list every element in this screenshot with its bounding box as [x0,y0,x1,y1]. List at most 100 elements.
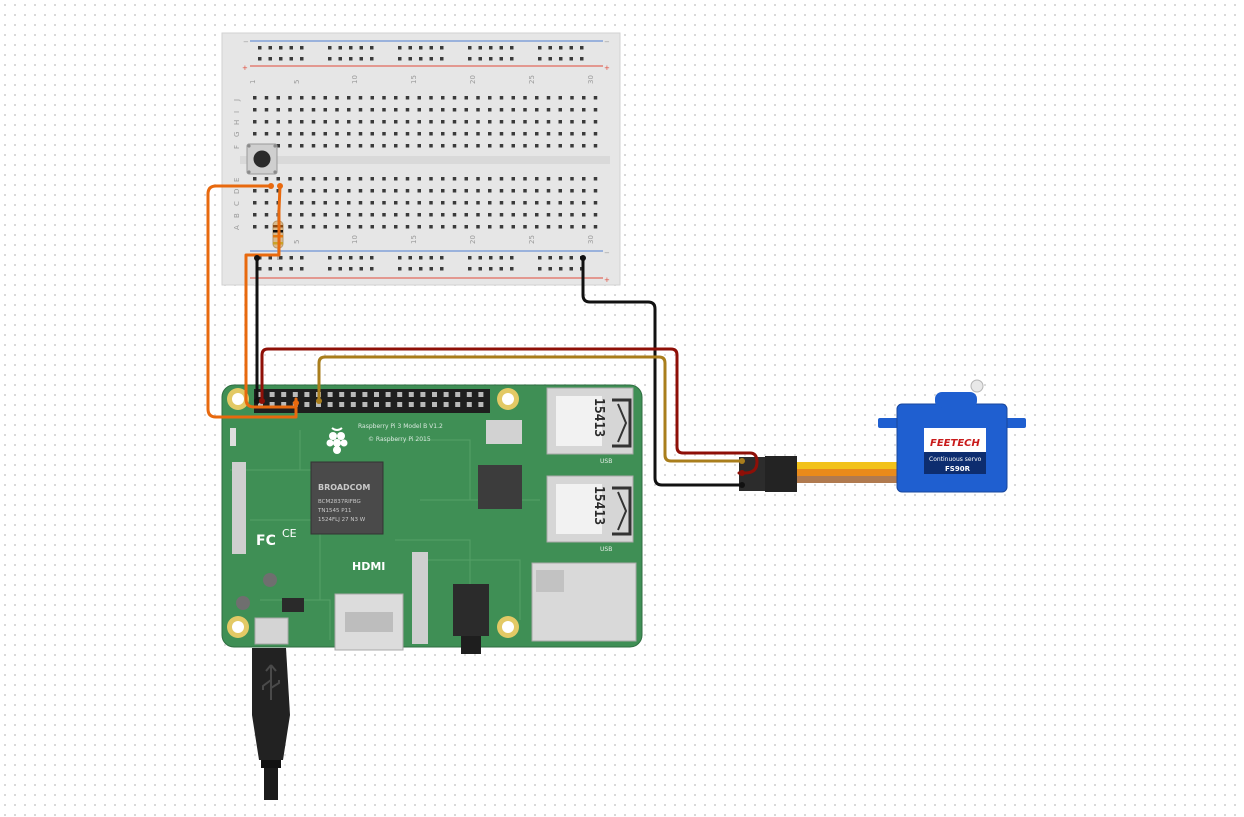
breadboard-hole [419,256,423,260]
breadboard-hole [279,256,283,260]
wire-endpoint [268,183,274,189]
wire-endpoints [254,183,745,488]
breadboard-hole [276,189,280,193]
breadboard-hole [370,256,374,260]
breadboard-hole [338,256,342,260]
row-label-b: B [233,213,241,218]
breadboard-hole [511,144,515,148]
breadboard-hole [358,132,363,136]
breadboard-hole [488,132,492,136]
breadboard-hole [300,256,304,260]
breadboard-hole [264,213,269,217]
breadboard-hole [489,46,493,50]
breadboard-hole [417,189,421,193]
breadboard-hole [582,177,586,181]
breadboard-hole [268,267,272,271]
gpio-pin [478,392,484,397]
gpio-pin [304,402,310,407]
pi-copyright-label: © Raspberry Pi 2015 [368,436,431,443]
gpio-pin [408,392,414,397]
breadboard-hole [394,108,398,112]
col-num-15-bottom: 15 [410,235,418,244]
breadboard-hole [264,108,269,112]
breadboard-hole [593,132,598,136]
breadboard-hole [558,132,562,136]
breadboard-hole [405,144,410,148]
breadboard-hole [558,96,562,100]
breadboard-hole [358,96,363,100]
fc-mark: FC [256,533,276,549]
breadboard-hole [478,256,482,260]
breadboard-hole [499,213,504,217]
breadboard-hole [382,120,386,124]
breadboard-hole [429,201,433,205]
raspberry-logo-icon [326,427,348,454]
ethernet-port-latch [536,570,564,592]
breadboard-hole [335,108,339,112]
breadboard-hole [323,96,327,100]
wire-endpoint [259,398,265,404]
breadboard-hole [405,213,410,217]
breadboard-hole [478,267,482,271]
breadboard-hole [558,144,562,148]
breadboard-hole [264,96,269,100]
breadboard-hole [429,177,433,181]
breadboard-hole [300,57,304,61]
breadboard-hole [452,96,457,100]
breadboard-labels: 1 5 10 15 20 25 30 5 10 15 20 25 30 J I … [233,75,595,244]
breadboard-hole [569,46,573,50]
breadboard-hole [417,213,421,217]
breadboard-hole [511,225,515,229]
breadboard-hole [546,132,551,136]
breadboard-hole [593,177,598,181]
breadboard-hole [338,267,342,271]
breadboard-hole [558,213,562,217]
breadboard-hole [300,96,304,100]
breadboard-hole [499,201,504,205]
breadboard-hole [440,267,444,271]
breadboard-hole [429,132,433,136]
breadboard-hole [476,96,480,100]
breadboard-hole [253,96,257,100]
breadboard-hole [558,120,562,124]
breadboard-hole [464,201,468,205]
breadboard-hole [311,201,316,205]
breadboard-hole [569,57,573,61]
rail-minus-top-right: − [604,38,610,46]
breadboard-hole [441,120,445,124]
breadboard-hole [523,96,527,100]
breadboard-hole [570,189,574,193]
rail-minus-top-left: − [243,38,249,46]
breadboard-hole [468,46,472,50]
breadboard-hole [489,57,493,61]
breadboard-hole [394,96,398,100]
mount-hole-center [502,621,514,633]
breadboard-hole [335,201,339,205]
breadboard-hole [523,177,527,181]
breadboard-hole [289,57,293,61]
col-num-10-bottom: 10 [351,235,359,244]
servo-label-strip [924,452,986,474]
regulator-chip [282,598,304,612]
breadboard-hole [268,256,272,260]
breadboard-hole [558,177,562,181]
breadboard-hole [570,225,574,229]
servo-cable-power [797,469,897,476]
breadboard-hole [394,213,398,217]
breadboard-hole [452,225,457,229]
breadboard-hole [347,213,351,217]
usb-port-bracket [617,403,628,443]
breadboard-hole [546,225,551,229]
breadboard-hole [394,144,398,148]
gpio-pin [397,402,403,407]
breadboard-hole [510,267,514,271]
breadboard-hole [582,96,586,100]
breadboard-hole [382,144,386,148]
breadboard-hole [300,177,304,181]
breadboard-hole [476,201,480,205]
breadboard-hole [511,96,515,100]
breadboard-hole [523,108,527,112]
usb-port-bracket [617,491,628,531]
wire-red-servo-power [260,347,759,475]
row-label-g: G [233,132,241,137]
